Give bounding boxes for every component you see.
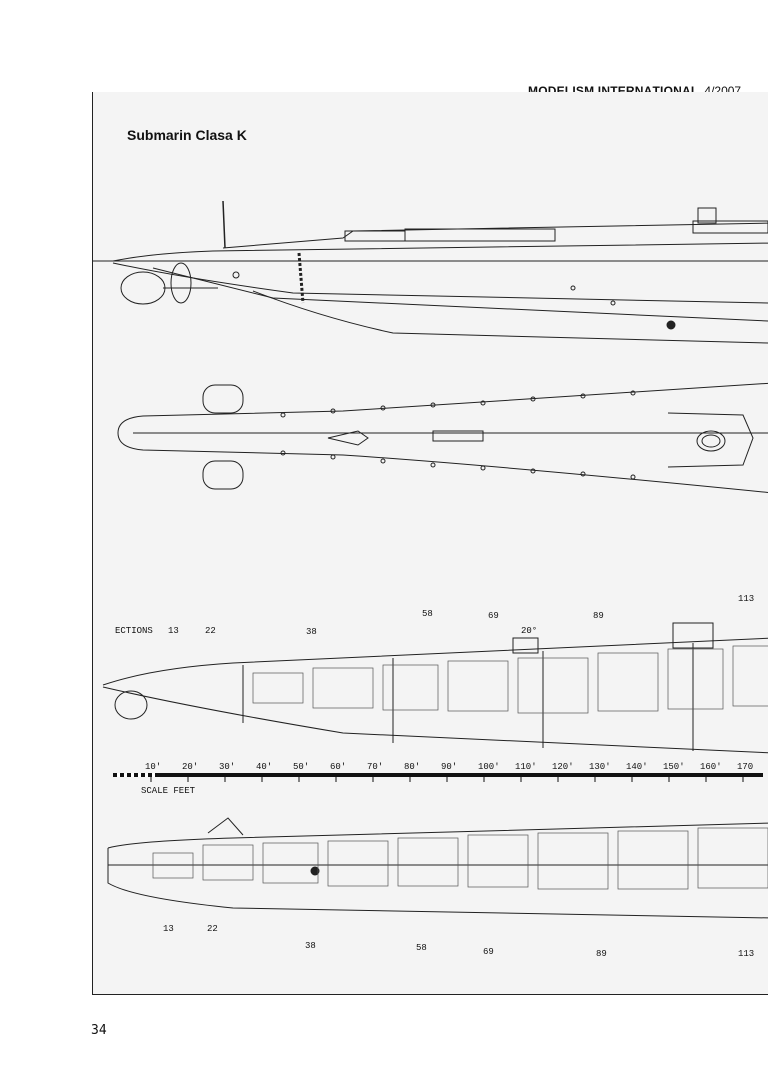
inboard-plan	[107, 817, 768, 919]
section-mark: 69	[488, 611, 499, 621]
section-mark: 38	[306, 627, 317, 637]
section-mark: 58	[416, 943, 427, 953]
page-title: Submarin Clasa K	[127, 127, 247, 143]
submarine-plans-drawing: ECTIONS 13 22 38 58 69 20° 89 113 10' 20'…	[93, 200, 768, 959]
section-mark: 22	[205, 626, 216, 636]
profile-view	[93, 200, 768, 344]
section-labels-top: ECTIONS 13 22 38 58 69 20° 89 113	[115, 594, 754, 637]
section-mark: 113	[738, 949, 754, 959]
scale-tick-label: 60'	[330, 762, 346, 772]
scale-label: SCALE FEET	[141, 786, 196, 796]
section-mark: 22	[207, 924, 218, 934]
scale-tick-label: 140'	[626, 762, 648, 772]
section-mark: 113	[738, 594, 754, 604]
sections-label: ECTIONS	[115, 626, 153, 636]
scale-tick-label: 110'	[515, 762, 537, 772]
scale-tick-label: 150'	[663, 762, 685, 772]
section-mark: 20°	[521, 626, 537, 636]
drawing-frame	[92, 92, 768, 995]
scale-tick-label: 160'	[700, 762, 722, 772]
section-mark: 38	[305, 941, 316, 951]
scale-tick-label: 170	[737, 762, 753, 772]
section-mark: 58	[422, 609, 433, 619]
scale-tick-label: 120'	[552, 762, 574, 772]
section-mark: 89	[596, 949, 607, 959]
section-mark: 13	[163, 924, 174, 934]
scale-bar: 10' 20' 30' 40' 50' 60' 70' 80' 90' 100' 110' 120' 1…	[113, 762, 763, 796]
scale-tick-label: 30'	[219, 762, 235, 772]
scale-tick-label: 130'	[589, 762, 611, 772]
scale-tick-label: 40'	[256, 762, 272, 772]
plan-view	[117, 382, 768, 494]
section-labels-bottom: 13 22 38 58 69 89 113	[163, 924, 754, 959]
scale-tick-label: 90'	[441, 762, 457, 772]
section-mark: 13	[168, 626, 179, 636]
scale-tick-label: 70'	[367, 762, 383, 772]
scale-tick-label: 20'	[182, 762, 198, 772]
section-mark: 89	[593, 611, 604, 621]
section-mark: 69	[483, 947, 494, 957]
scale-tick-label: 80'	[404, 762, 420, 772]
scale-tick-label: 50'	[293, 762, 309, 772]
scale-tick-label: 100'	[478, 762, 500, 772]
scale-tick-label: 10'	[145, 762, 161, 772]
inboard-profile	[102, 622, 768, 754]
page-number: 34	[91, 1023, 107, 1038]
